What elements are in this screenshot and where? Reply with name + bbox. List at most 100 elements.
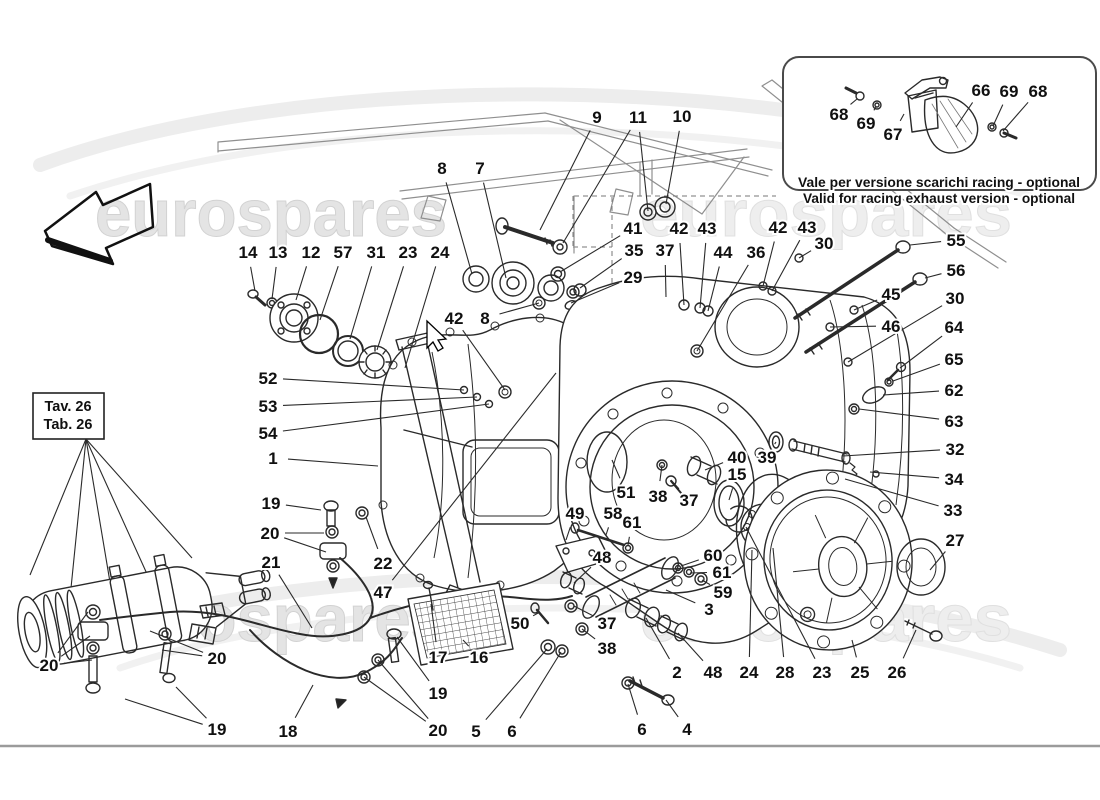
part-callout-24[interactable]: 24 [738,661,761,684]
leader-line [282,396,478,406]
leader-line [284,537,327,553]
leader-line [430,603,437,643]
part-callout-23[interactable]: 23 [811,661,834,684]
part-callout-54[interactable]: 54 [257,422,280,445]
leader-line [396,636,430,682]
part-callout-61[interactable]: 61 [711,561,734,584]
part-callout-37[interactable]: 37 [596,612,619,635]
part-callout-37[interactable]: 37 [654,239,677,262]
part-callout-6[interactable]: 6 [635,718,648,741]
part-callout-61[interactable]: 61 [621,511,644,534]
part-callout-27[interactable]: 27 [944,529,967,552]
part-callout-43[interactable]: 43 [696,217,719,240]
part-callout-69[interactable]: 69 [855,112,878,135]
part-callout-46[interactable]: 46 [880,315,903,338]
part-callout-42[interactable]: 42 [668,217,691,240]
part-callout-18[interactable]: 18 [277,720,300,743]
part-callout-60[interactable]: 60 [702,544,725,567]
part-callout-4[interactable]: 4 [680,718,694,741]
part-callout-53[interactable]: 53 [257,395,280,418]
part-callout-19[interactable]: 19 [427,682,450,705]
part-callout-1[interactable]: 1 [266,447,279,470]
part-callout-43[interactable]: 43 [796,216,819,239]
part-callout-24[interactable]: 24 [429,241,452,264]
part-callout-68[interactable]: 68 [828,103,851,126]
part-callout-40[interactable]: 40 [726,446,749,469]
vent-plate-sketch [407,580,514,666]
part-callout-67[interactable]: 67 [882,123,905,146]
part-callout-63[interactable]: 63 [943,410,966,433]
part-callout-12[interactable]: 12 [300,241,323,264]
part-callout-22[interactable]: 22 [372,552,395,575]
part-callout-36[interactable]: 36 [745,241,768,264]
part-callout-35[interactable]: 35 [623,239,646,262]
part-callout-69[interactable]: 69 [998,80,1021,103]
part-callout-2[interactable]: 2 [670,661,683,684]
part-callout-20[interactable]: 20 [38,654,61,677]
part-callout-21[interactable]: 21 [260,551,283,574]
part-callout-65[interactable]: 65 [943,348,966,371]
part-callout-28[interactable]: 28 [774,661,797,684]
part-callout-8[interactable]: 8 [435,157,448,180]
part-callout-47[interactable]: 47 [372,581,395,604]
leader-line [287,458,379,467]
part-callout-25[interactable]: 25 [849,661,872,684]
part-callout-17[interactable]: 17 [427,646,450,669]
part-callout-30[interactable]: 30 [813,232,836,255]
part-callout-57[interactable]: 57 [332,241,355,264]
part-callout-20[interactable]: 20 [259,522,282,545]
part-callout-38[interactable]: 38 [596,637,619,660]
part-callout-64[interactable]: 64 [943,316,966,339]
part-callout-14[interactable]: 14 [237,241,260,264]
part-callout-33[interactable]: 33 [942,499,965,522]
part-callout-9[interactable]: 9 [590,106,603,129]
part-callout-23[interactable]: 23 [397,241,420,264]
part-callout-55[interactable]: 55 [945,229,968,252]
part-callout-32[interactable]: 32 [944,438,967,461]
part-callout-52[interactable]: 52 [257,367,280,390]
part-callout-19[interactable]: 19 [260,492,283,515]
part-callout-6[interactable]: 6 [505,720,518,743]
part-callout-50[interactable]: 50 [509,612,532,635]
part-callout-3[interactable]: 3 [702,598,715,621]
part-callout-68[interactable]: 68 [1027,80,1050,103]
part-callout-30[interactable]: 30 [944,287,967,310]
part-callout-19[interactable]: 19 [206,718,229,741]
part-callout-42[interactable]: 42 [767,216,790,239]
part-callout-48[interactable]: 48 [702,661,725,684]
part-callout-38[interactable]: 38 [647,485,670,508]
part-callout-34[interactable]: 34 [943,468,966,491]
part-callout-13[interactable]: 13 [267,241,290,264]
part-callout-51[interactable]: 51 [615,481,638,504]
part-callout-5[interactable]: 5 [469,720,482,743]
part-callout-48[interactable]: 48 [591,546,614,569]
part-callout-7[interactable]: 7 [473,157,486,180]
part-callout-10[interactable]: 10 [671,105,694,128]
part-callout-49[interactable]: 49 [564,502,587,525]
part-callout-58[interactable]: 58 [602,502,625,525]
part-callout-20[interactable]: 20 [206,647,229,670]
leader-line [271,266,277,300]
part-callout-44[interactable]: 44 [712,241,735,264]
leader-line [992,104,1004,127]
part-callout-11[interactable]: 11 [627,106,649,129]
part-callout-20[interactable]: 20 [427,719,450,742]
part-callout-42[interactable]: 42 [443,307,466,330]
part-callout-41[interactable]: 41 [622,217,645,240]
leader-line [844,478,939,507]
part-callout-66[interactable]: 66 [970,79,993,102]
part-callout-62[interactable]: 62 [943,379,966,402]
part-callout-59[interactable]: 59 [712,581,735,604]
part-callout-26[interactable]: 26 [886,661,909,684]
part-callout-56[interactable]: 56 [945,259,968,282]
leader-line [924,273,942,279]
part-callout-15[interactable]: 15 [726,463,749,486]
part-callout-39[interactable]: 39 [756,446,779,469]
part-callout-8[interactable]: 8 [478,307,491,330]
part-callout-16[interactable]: 16 [468,646,491,669]
part-callout-29[interactable]: 29 [622,266,645,289]
part-callout-45[interactable]: 45 [880,283,903,306]
leader-line [282,403,490,432]
part-callout-37[interactable]: 37 [678,489,701,512]
part-callout-31[interactable]: 31 [365,241,388,264]
